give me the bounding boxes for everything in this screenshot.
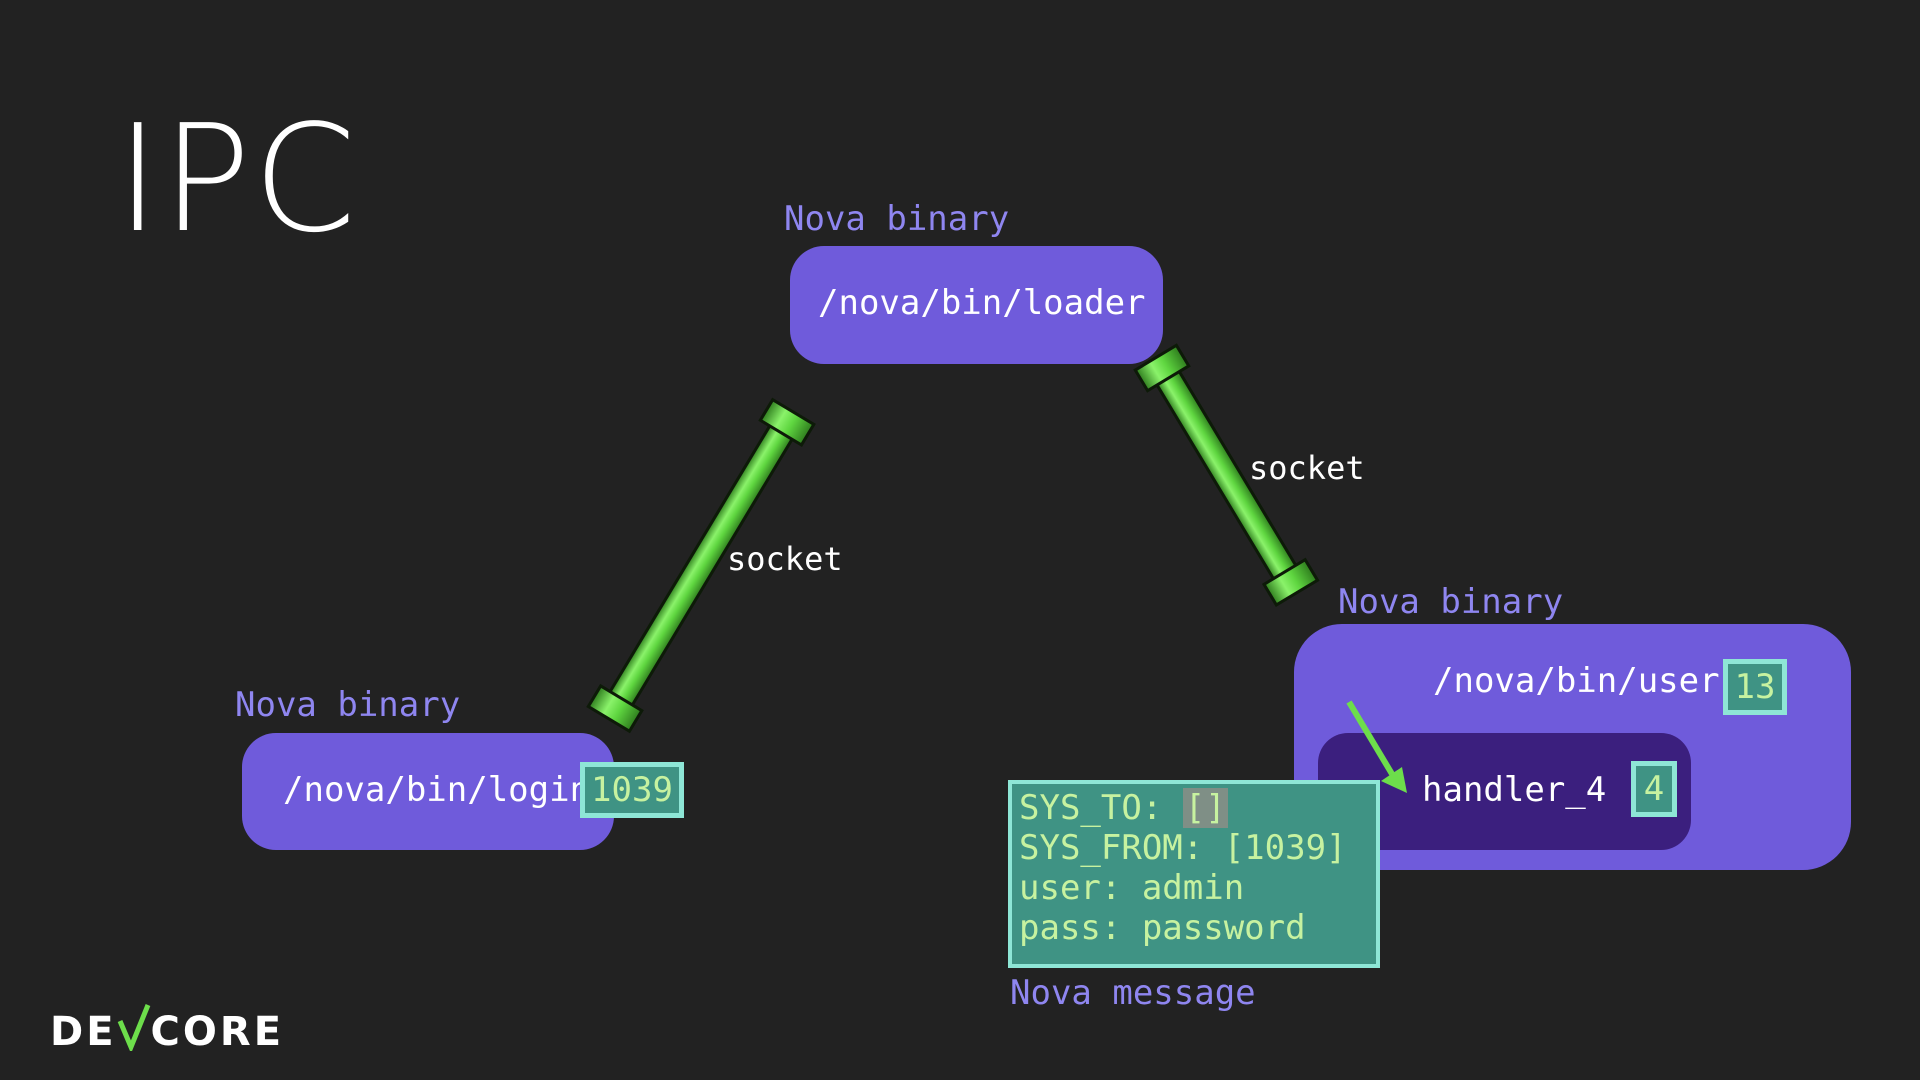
msg-sys-from: SYS_FROM: [1039] <box>1019 828 1347 868</box>
socket-pipe-right <box>1133 343 1320 607</box>
logo-text-left: DE <box>50 1009 117 1055</box>
msg-sys-to: SYS_TO: [] <box>1019 788 1376 828</box>
logo-text-right: CORE <box>150 1009 285 1055</box>
socket-label-right: socket <box>1249 449 1365 487</box>
user-path: /nova/bin/user <box>1433 661 1720 701</box>
user-pid-badge: 13 <box>1723 659 1787 715</box>
handler-label: handler_4 <box>1422 770 1607 810</box>
msg-sys-to-value: [] <box>1182 788 1228 828</box>
socket-label-left: socket <box>727 540 843 578</box>
logo-check-icon <box>117 1004 150 1054</box>
user-caption: Nova binary <box>1338 582 1564 622</box>
login-caption: Nova binary <box>235 685 461 725</box>
slide-title: IPC <box>116 93 359 265</box>
login-path: /nova/bin/login <box>283 770 591 810</box>
msg-sys-to-key: SYS_TO: <box>1019 788 1183 828</box>
msg-user: user: admin <box>1019 868 1245 908</box>
msg-pass: pass: password <box>1019 908 1306 948</box>
handler-arrow-icon <box>1346 700 1407 793</box>
socket-pipe-left <box>586 397 816 734</box>
handler-badge: 4 <box>1631 761 1677 817</box>
login-pid-badge: 1039 <box>580 762 684 818</box>
message-caption: Nova message <box>1010 973 1256 1013</box>
loader-node <box>790 246 1163 364</box>
login-node <box>242 733 614 850</box>
devcore-logo: DE CORE <box>50 1003 285 1055</box>
nova-message-box: SYS_TO: [] SYS_FROM: [1039] user: admin … <box>1008 780 1380 968</box>
loader-caption: Nova binary <box>784 199 1010 239</box>
loader-path: /nova/bin/loader <box>818 283 1146 323</box>
